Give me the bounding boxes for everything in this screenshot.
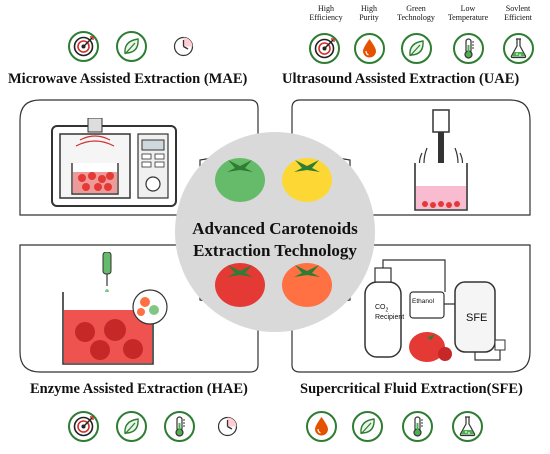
enzyme-illustration <box>62 252 168 365</box>
target-icon <box>68 31 99 62</box>
thermometer-icon <box>164 411 195 442</box>
yellow-tomato <box>282 158 332 202</box>
target-icon <box>68 411 99 442</box>
red-tomato <box>215 263 265 307</box>
hae-title: Enzyme Assisted Extraction (HAE) <box>30 381 248 397</box>
uae-title: Ultrasound Assisted Extraction (UAE) <box>282 71 520 87</box>
leaf-icon <box>401 33 432 64</box>
center-title: Advanced Carotenoids Extraction Technolo… <box>180 218 370 262</box>
leaf-icon <box>116 31 147 62</box>
flask-icon <box>503 33 534 64</box>
ethanol-label: Ethanol <box>412 298 435 305</box>
flask-icon <box>452 411 483 442</box>
leaf-icon <box>116 411 147 442</box>
green-tomato <box>215 158 265 202</box>
sfe-vessel-label: SFE <box>466 312 488 324</box>
ultrasound-illustration <box>414 109 468 211</box>
sfe-title: Supercritical Fluid Extraction(SFE) <box>300 381 523 397</box>
target-icon <box>309 33 340 64</box>
thermometer-icon <box>453 33 484 64</box>
microwave-illustration <box>51 118 177 207</box>
clock-icon <box>168 31 199 62</box>
drop-icon <box>354 33 385 64</box>
center-title-line1: Advanced Carotenoids <box>192 219 358 238</box>
center-title-line2: Extraction Technology <box>193 241 357 260</box>
orange-tomato <box>282 263 332 307</box>
co2-label: CO2 Recipient <box>375 304 405 322</box>
sfe-illustration <box>364 259 506 362</box>
mae-title: Microwave Assisted Extraction (MAE) <box>8 71 248 87</box>
leaf-icon <box>352 411 383 442</box>
thermometer-icon <box>402 411 433 442</box>
drop-icon <box>306 411 337 442</box>
clock-icon <box>212 411 243 442</box>
tomatoes-illustration <box>215 158 332 307</box>
